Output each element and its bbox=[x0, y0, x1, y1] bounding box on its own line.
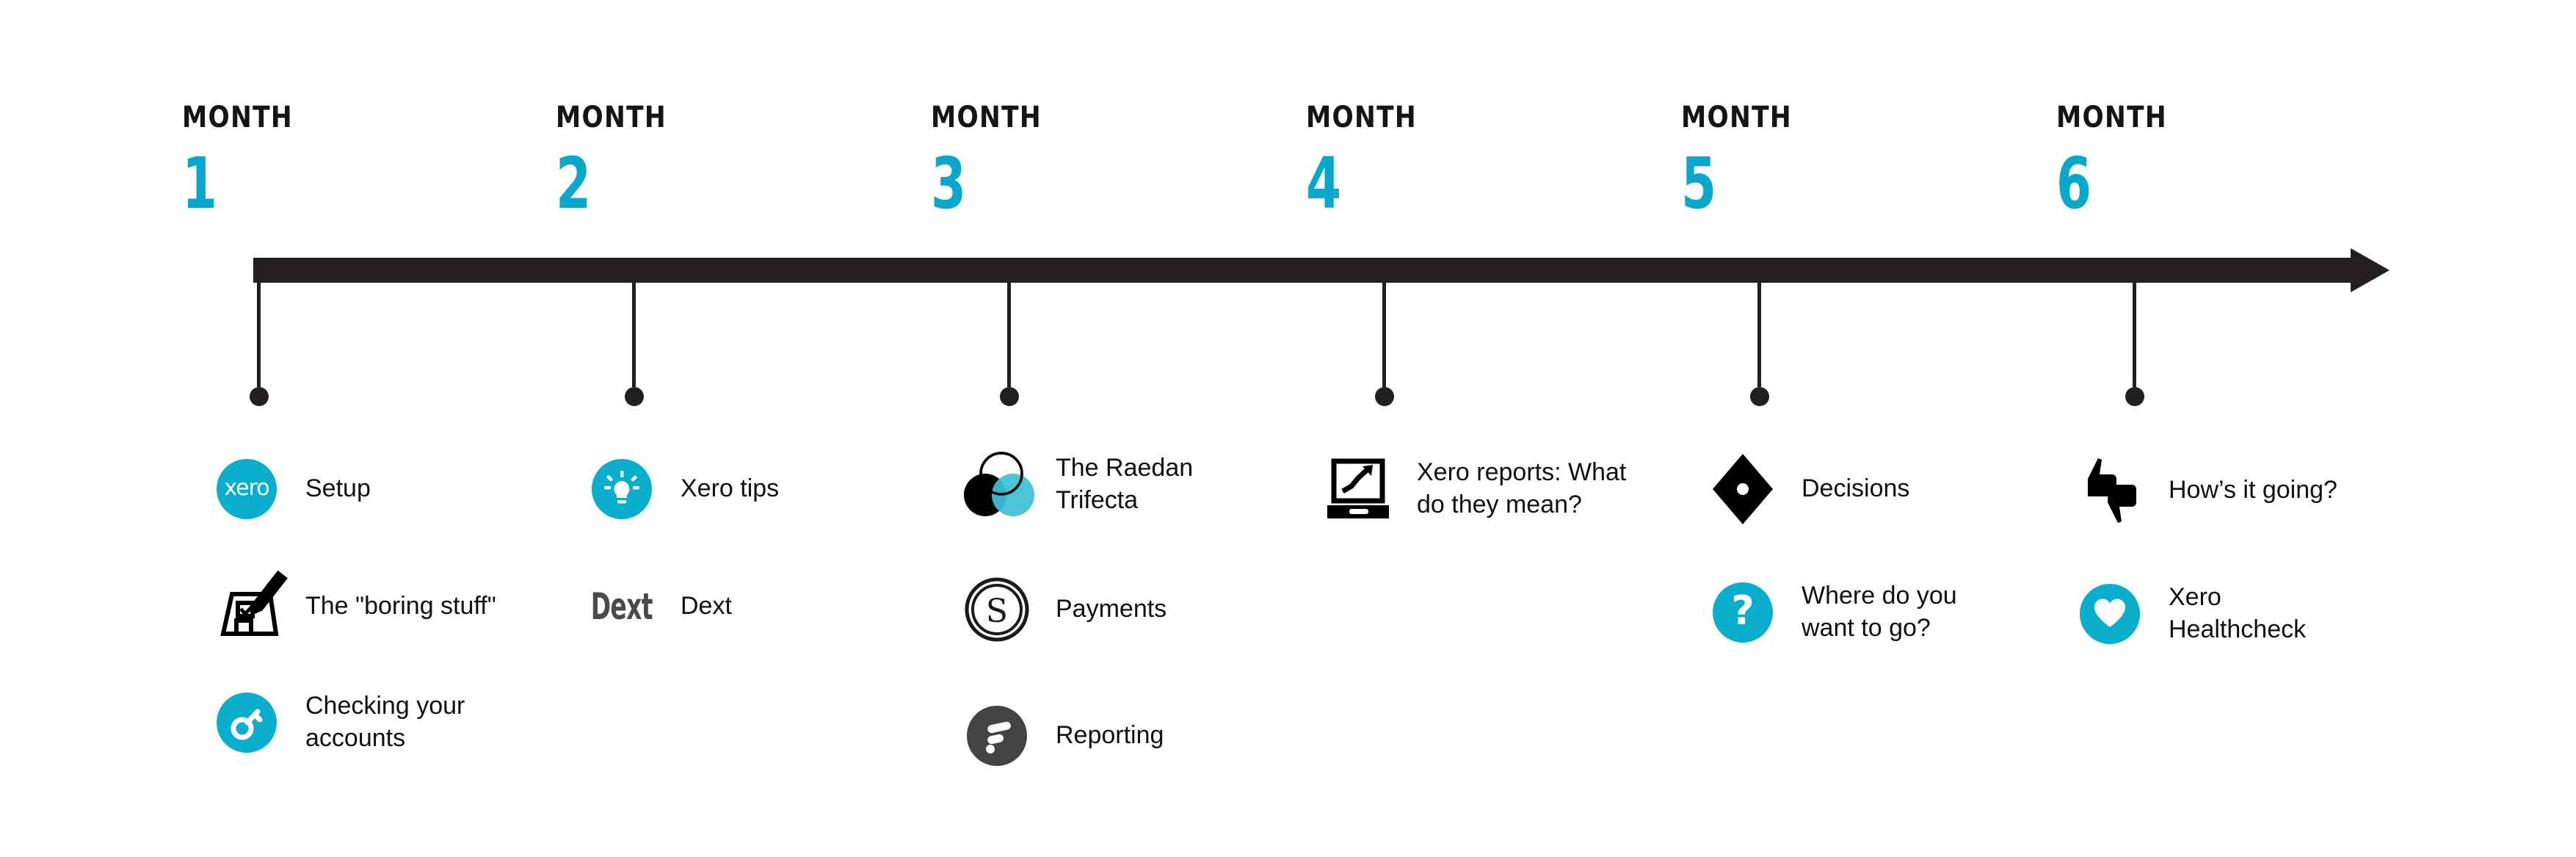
list-item-m3-raedan-trifecta[interactable]: The Raedan Trifecta bbox=[957, 445, 1193, 524]
list-item-m3-payments[interactable]: S Payments bbox=[957, 570, 1167, 649]
month-number-6: 6 bbox=[2056, 142, 2092, 225]
month-number-1: 1 bbox=[182, 142, 218, 225]
list-item-m1-checking-accounts[interactable]: Checking your accounts bbox=[207, 683, 465, 762]
item-label: The "boring stuff" bbox=[305, 592, 496, 621]
lightbulb-icon bbox=[582, 449, 661, 529]
tick-dot-month-3 bbox=[1000, 387, 1019, 406]
tick-dot-month-6 bbox=[2125, 387, 2144, 406]
tick-month-3 bbox=[1007, 283, 1011, 387]
item-label: Payments bbox=[1056, 595, 1167, 623]
tick-dot-month-5 bbox=[1750, 387, 1769, 406]
heart-icon bbox=[2070, 574, 2149, 654]
list-item-m5-decisions[interactable]: Decisions bbox=[1703, 449, 1909, 529]
tick-month-2 bbox=[632, 283, 636, 387]
month-label-3: MONTH bbox=[931, 101, 1042, 134]
clipboard-pencil-icon bbox=[207, 567, 288, 646]
xero-logo-icon: xero bbox=[207, 449, 286, 529]
tick-month-4 bbox=[1382, 283, 1386, 387]
list-item-m1-boring-stuff[interactable]: The "boring stuff" bbox=[207, 567, 496, 646]
dext-logo-icon: Dext bbox=[590, 585, 653, 628]
item-label: Xero Healthcheck bbox=[2169, 583, 2307, 643]
tick-month-5 bbox=[1757, 283, 1761, 387]
tick-month-6 bbox=[2133, 283, 2136, 387]
item-label: Reporting bbox=[1056, 721, 1164, 750]
month-header-4: MONTH 4 bbox=[1306, 103, 1435, 219]
month-header-3: MONTH 3 bbox=[931, 103, 1060, 219]
month-label-6: MONTH bbox=[2056, 101, 2167, 134]
month-header-6: MONTH 6 bbox=[2056, 103, 2185, 219]
thumbs-up-down-icon bbox=[2070, 451, 2149, 530]
list-item-m1-setup[interactable]: xero Setup bbox=[207, 449, 371, 529]
item-label: Xero reports: What do they mean? bbox=[1417, 458, 1627, 518]
item-label: How’s it going? bbox=[2169, 476, 2337, 505]
item-label: Setup bbox=[305, 474, 371, 503]
month-number-2: 2 bbox=[556, 142, 592, 225]
question-mark-icon: ? bbox=[1703, 573, 1782, 652]
item-label: Checking your accounts bbox=[305, 692, 465, 752]
month-header-1: MONTH 1 bbox=[182, 103, 311, 219]
timeline-arrow-head-icon bbox=[2312, 248, 2390, 292]
item-label: Where do you want to go? bbox=[1802, 582, 1957, 642]
tick-dot-month-2 bbox=[625, 387, 644, 406]
item-label: Decisions bbox=[1802, 474, 1910, 503]
list-item-m4-xero-reports[interactable]: Xero reports: What do they mean? bbox=[1318, 449, 1626, 529]
month-label-1: MONTH bbox=[182, 101, 293, 134]
month-number-4: 4 bbox=[1306, 142, 1342, 225]
raedan-trifecta-icon bbox=[957, 445, 1037, 524]
timeline-axis-bar bbox=[253, 258, 2357, 283]
list-item-m2-dext[interactable]: Dext Dext bbox=[582, 567, 732, 646]
list-item-m3-reporting[interactable]: Reporting bbox=[957, 696, 1164, 775]
tick-dot-month-4 bbox=[1375, 387, 1394, 406]
month-label-4: MONTH bbox=[1306, 101, 1417, 134]
month-header-2: MONTH 2 bbox=[556, 103, 685, 219]
item-label: Xero tips bbox=[681, 474, 780, 503]
tick-month-1 bbox=[257, 283, 261, 387]
laptop-chart-icon bbox=[1318, 449, 1398, 529]
fathom-logo-icon bbox=[957, 696, 1037, 775]
month-number-3: 3 bbox=[931, 142, 967, 225]
month-header-5: MONTH 5 bbox=[1681, 103, 1810, 219]
month-number-5: 5 bbox=[1681, 142, 1717, 225]
list-item-m2-xero-tips[interactable]: Xero tips bbox=[582, 449, 779, 529]
month-label-2: MONTH bbox=[556, 101, 667, 134]
coin-s-icon: S bbox=[957, 570, 1037, 649]
tick-dot-month-1 bbox=[250, 387, 269, 406]
item-label: The Raedan Trifecta bbox=[1056, 454, 1194, 514]
diamond-icon bbox=[1703, 449, 1782, 529]
list-item-m6-hows-it-going[interactable]: How’s it going? bbox=[2070, 451, 2337, 530]
list-item-m6-xero-healthcheck[interactable]: Xero Healthcheck bbox=[2070, 574, 2306, 654]
svg-text:S: S bbox=[986, 593, 1008, 630]
item-label: Dext bbox=[681, 592, 732, 621]
month-label-5: MONTH bbox=[1681, 101, 1792, 134]
key-icon bbox=[207, 683, 286, 762]
list-item-m5-where-to-go[interactable]: ? Where do you want to go? bbox=[1703, 573, 1957, 652]
